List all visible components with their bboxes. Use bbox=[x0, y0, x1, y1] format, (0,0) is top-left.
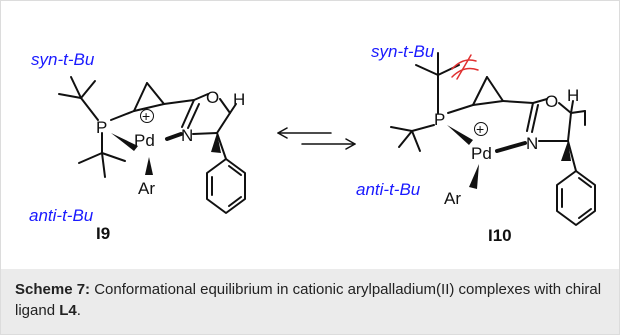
atom-pd-right: Pd bbox=[471, 144, 492, 163]
atom-p-right: P bbox=[434, 110, 445, 129]
caption-end: . bbox=[76, 302, 81, 319]
steric-clash-mark bbox=[451, 54, 479, 80]
atom-o-right: O bbox=[545, 92, 558, 111]
atom-n-right: N bbox=[526, 134, 538, 153]
atom-h-right: H bbox=[567, 86, 579, 105]
charge-circle-right bbox=[474, 122, 488, 136]
atom-ar-left: Ar bbox=[138, 179, 155, 198]
anti-tbu-label-right: anti-t-Bu bbox=[356, 180, 421, 199]
compound-id-i9: I9 bbox=[96, 224, 110, 243]
caption-text: Conformational equilibrium in cationic a… bbox=[15, 281, 602, 319]
scheme-caption: Scheme 7: Conformational equilibrium in … bbox=[1, 269, 619, 334]
structure-i10 bbox=[390, 52, 596, 226]
structure-i9 bbox=[58, 76, 246, 214]
syn-tbu-label-right: syn-t-Bu bbox=[371, 42, 435, 61]
atom-o-left: O bbox=[206, 88, 219, 107]
charge-right: + bbox=[476, 121, 484, 137]
caption-label: Scheme 7: bbox=[15, 281, 91, 298]
charge-left: + bbox=[142, 108, 150, 124]
atom-h-left: H bbox=[233, 90, 245, 109]
anti-tbu-label-left: anti-t-Bu bbox=[29, 206, 94, 225]
atom-n-left: N bbox=[181, 126, 193, 145]
charge-circle-left bbox=[140, 109, 154, 123]
compound-id-i10: I10 bbox=[488, 226, 512, 245]
syn-tbu-label-left: syn-t-Bu bbox=[31, 50, 95, 69]
atom-ar-right: Ar bbox=[444, 189, 461, 208]
reaction-scheme: syn-t-Bu P + Pd N O H Ar anti-t-Bu I9 sy… bbox=[1, 1, 619, 269]
equilibrium-arrows bbox=[277, 127, 356, 150]
atom-pd-left: Pd bbox=[134, 131, 155, 150]
caption-ligand: L4 bbox=[59, 302, 77, 319]
atom-p-left: P bbox=[96, 118, 107, 137]
